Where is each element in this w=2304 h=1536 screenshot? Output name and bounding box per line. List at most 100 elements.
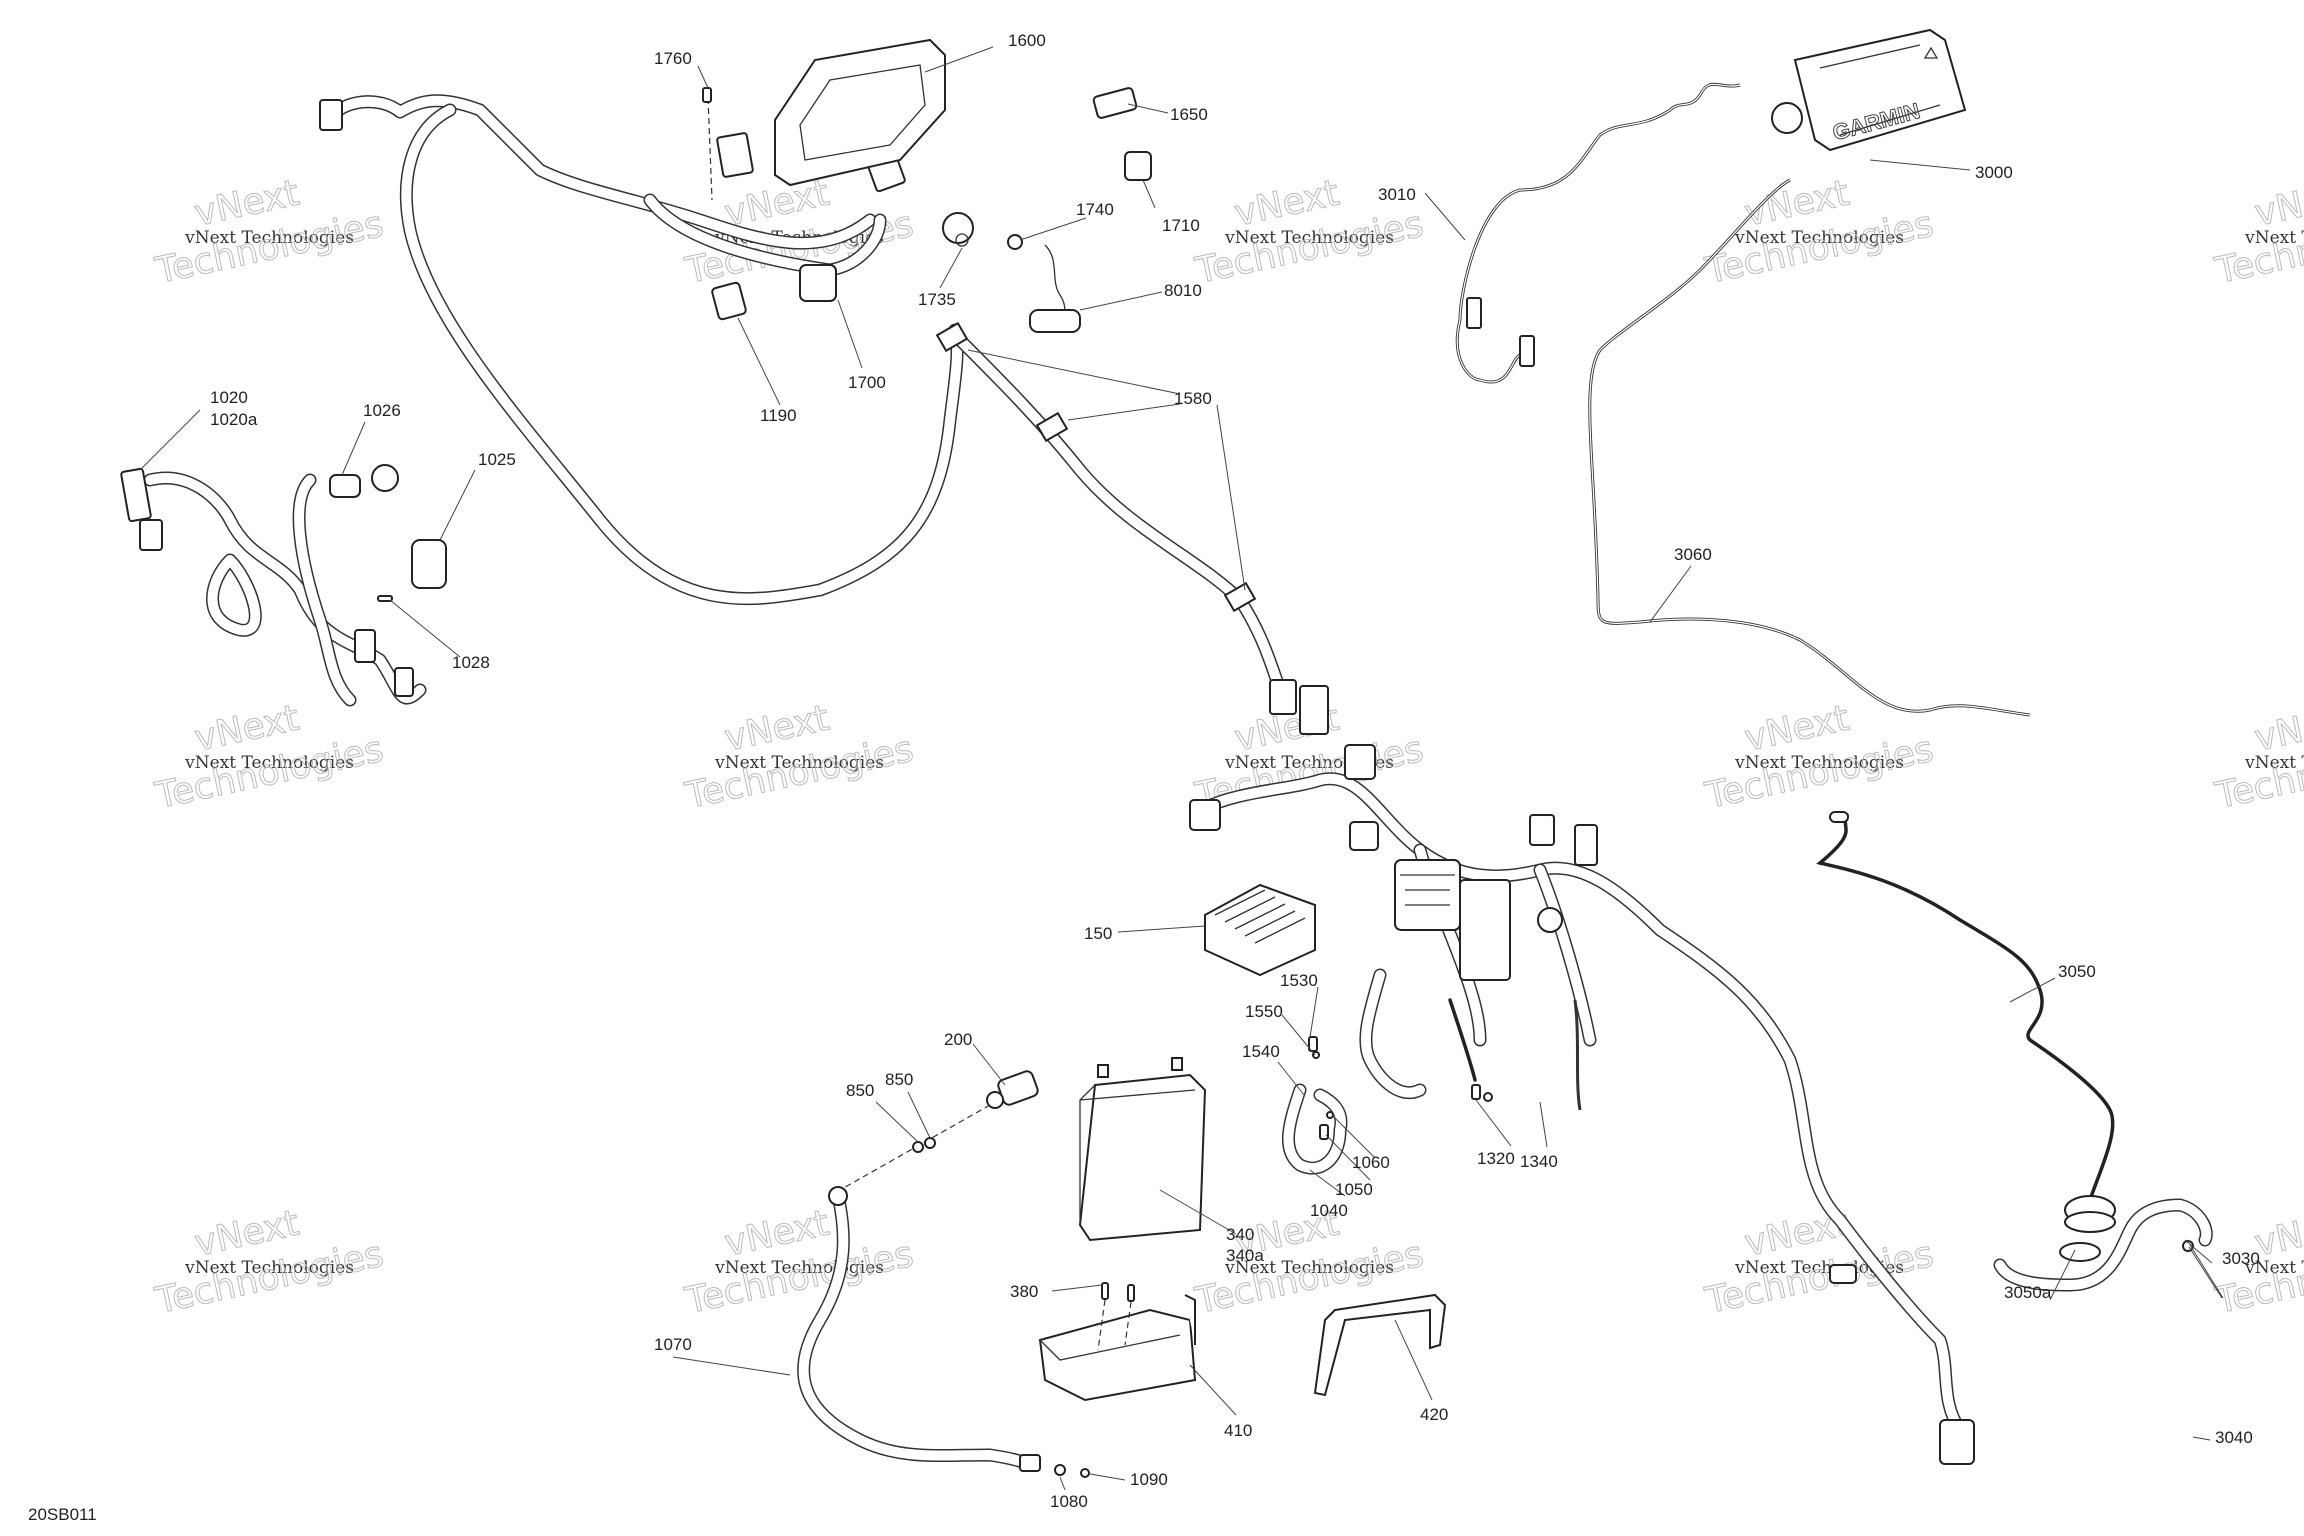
callout-1060: 1060 [1352, 1153, 1390, 1172]
watermark-text: vNext Technologies [2244, 228, 2304, 248]
callout-1050: 1050 [1335, 1180, 1373, 1199]
watermark-text: vNext Technologies [184, 1258, 354, 1278]
drawing-code: 20SB011 [28, 1505, 97, 1524]
callout-1550: 1550 [1245, 1002, 1283, 1021]
callout-1760: 1760 [654, 49, 692, 68]
harness-clips [935, 321, 1257, 613]
callout-1040: 1040 [1310, 1201, 1348, 1220]
callout-420: 420 [1420, 1405, 1448, 1424]
gps-cables [1455, 82, 2031, 717]
garmin-display: GARMIN [1771, 28, 1967, 152]
watermark: vNext vNext Technologies Technologies [2211, 172, 2304, 293]
callout-150: 150 [1084, 924, 1112, 943]
callout-1540: 1540 [1242, 1042, 1280, 1061]
callout-3060: 3060 [1674, 545, 1712, 564]
callout-1650: 1650 [1170, 105, 1208, 124]
callout-850-right: 850 [885, 1070, 913, 1089]
callout-1026: 1026 [363, 401, 401, 420]
coil-cord-8010 [1029, 309, 1081, 333]
callout-1580: 1580 [1174, 389, 1212, 408]
watermark: vNext vNext Technologies Technologies [1701, 697, 1938, 818]
gasket-3050a [2059, 1242, 2101, 1262]
watermark: vNext vNext Technologies Technologies [2211, 697, 2304, 818]
fuse-box [1394, 859, 1461, 931]
watermark-text: vNext Technologies [1734, 753, 1904, 773]
watermarks: vNext vNext Technologies Technologies vN… [151, 172, 2304, 1323]
callout-1740: 1740 [1076, 200, 1114, 219]
watermark: vNext vNext Technologies Technologies [151, 1202, 388, 1323]
harness-connector [1299, 685, 1329, 735]
callout-1700: 1700 [848, 373, 886, 392]
callout-850-left: 850 [846, 1081, 874, 1100]
callout-380: 380 [1010, 1282, 1038, 1301]
watermark-text: vNext Technologies [184, 753, 354, 773]
switch-parts [711, 87, 1152, 333]
accessory-harness [120, 464, 447, 707]
nut-1740 [1007, 234, 1023, 250]
mount-knob [1771, 102, 1803, 134]
watermark-text: vNext Technologies [2244, 1258, 2304, 1278]
screw-icon [702, 87, 712, 103]
callout-1070: 1070 [654, 1335, 692, 1354]
switch-1190 [711, 281, 747, 321]
screw-1028 [377, 595, 393, 602]
harness-connector [319, 99, 343, 131]
connector-1650 [1092, 87, 1138, 119]
callout-1320: 1320 [1477, 1149, 1515, 1168]
callout-1080: 1080 [1050, 1492, 1088, 1511]
usb-socket-1026 [329, 474, 361, 498]
gps-connector [1519, 335, 1535, 367]
watermark: vNext vNext Technologies Technologies [1701, 172, 1938, 293]
watermark-outline-top: vNext [2251, 698, 2304, 760]
bracket-1025 [411, 539, 447, 589]
watermark-text: vNext Technologies [1224, 228, 1394, 248]
switch-1700 [799, 264, 837, 302]
main-harness [319, 94, 1329, 735]
ground-cable [797, 1186, 1090, 1478]
watermark: vNext vNext Technologies Technologies [681, 697, 918, 818]
gps-connector [1466, 297, 1482, 329]
watermark-text: vNext Technologies [184, 228, 354, 248]
starter-solenoid [839, 1070, 1039, 1191]
battery-tray [1038, 1282, 1197, 1402]
battery-strap [1313, 1293, 1447, 1397]
callout-1090: 1090 [1130, 1470, 1168, 1489]
watermark-text: vNext Technologies [1734, 228, 1904, 248]
callout-3050: 3050 [2058, 962, 2096, 981]
callout-3030: 3030 [2222, 1249, 2260, 1268]
watermark-text: vNext Technologies [1734, 1258, 1904, 1278]
callout-340: 340 [1226, 1225, 1254, 1244]
callout-1020a: 1020a [210, 410, 258, 429]
callout-200: 200 [944, 1030, 972, 1049]
callout-1028: 1028 [452, 653, 490, 672]
switch-1710 [1124, 151, 1152, 181]
watermark-text: vNext Technologies [2244, 753, 2304, 773]
callout-340a: 340a [1226, 1246, 1264, 1265]
watermark: vNext vNext Technologies Technologies [1191, 172, 1428, 293]
central-harness [1189, 744, 1975, 1465]
watermark-text: vNext Technologies [1224, 1258, 1394, 1278]
callout-1190: 1190 [760, 406, 797, 425]
callout-1710: 1710 [1162, 216, 1200, 235]
callout-labels: 1760 1600 1650 1740 1710 1735 8010 1190 … [210, 31, 2260, 1511]
callout-1530: 1530 [1280, 971, 1318, 990]
callout-3050a: 3050a [2004, 1283, 2052, 1302]
harness-connector [1269, 679, 1297, 715]
callout-1025: 1025 [478, 450, 516, 469]
harness-connector [1939, 1419, 1975, 1465]
watermark: vNext vNext Technologies Technologies [681, 1202, 918, 1323]
callout-8010: 8010 [1164, 281, 1202, 300]
battery-cables [1281, 968, 1582, 1175]
watermark-text: vNext Technologies [714, 753, 884, 773]
voltage-regulator [1204, 883, 1316, 977]
watermark-outline-top: vNext [2251, 173, 2304, 235]
callout-1735: 1735 [918, 290, 956, 309]
callout-410: 410 [1224, 1421, 1252, 1440]
leader-lines [139, 46, 2224, 1491]
callout-1020: 1020 [210, 388, 248, 407]
antenna-cable [1816, 811, 2213, 1292]
callout-3040: 3040 [2215, 1428, 2253, 1447]
callout-3010: 3010 [1378, 185, 1416, 204]
watermark: vNext vNext Technologies Technologies [151, 172, 388, 293]
